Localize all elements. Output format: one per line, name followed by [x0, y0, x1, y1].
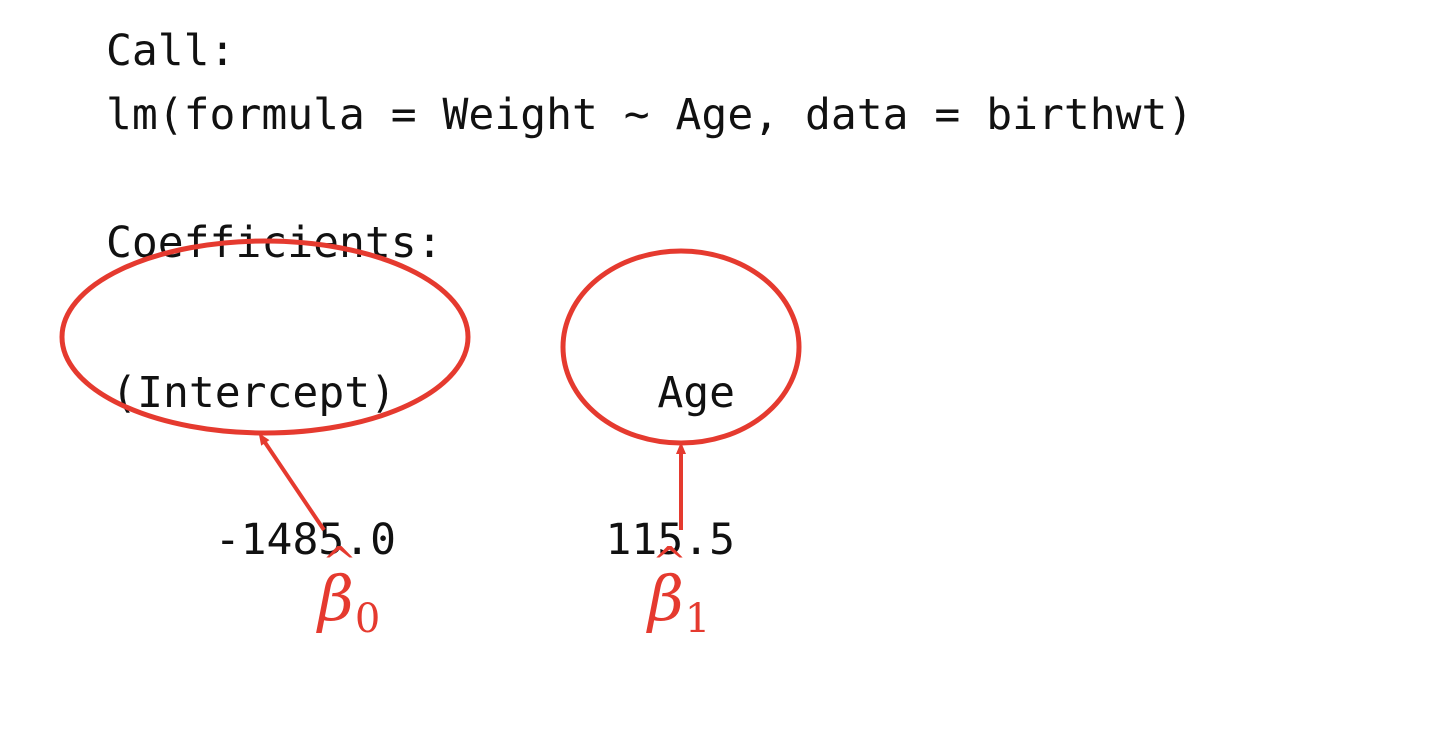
beta1-hat: ^	[651, 538, 688, 587]
beta0-symbol: β	[318, 562, 354, 635]
coefficient-value: 115.5	[605, 515, 735, 565]
coefficient-name: (Intercept)	[111, 368, 396, 418]
beta1-symbol: β	[648, 562, 684, 635]
coefficient-name: Age	[657, 368, 735, 418]
coefficients-header: Coefficients:	[106, 218, 443, 268]
beta0-hat: ^	[321, 538, 358, 587]
beta0-hat-label: β^0	[318, 542, 381, 642]
beta1-hat-label: β^1	[648, 542, 711, 642]
call-expression: lm(formula = Weight ~ Age, data = birthw…	[106, 90, 1194, 140]
call-header: Call:	[106, 26, 236, 76]
beta0-subscript: 0	[354, 596, 381, 642]
beta1-subscript: 1	[684, 596, 711, 642]
